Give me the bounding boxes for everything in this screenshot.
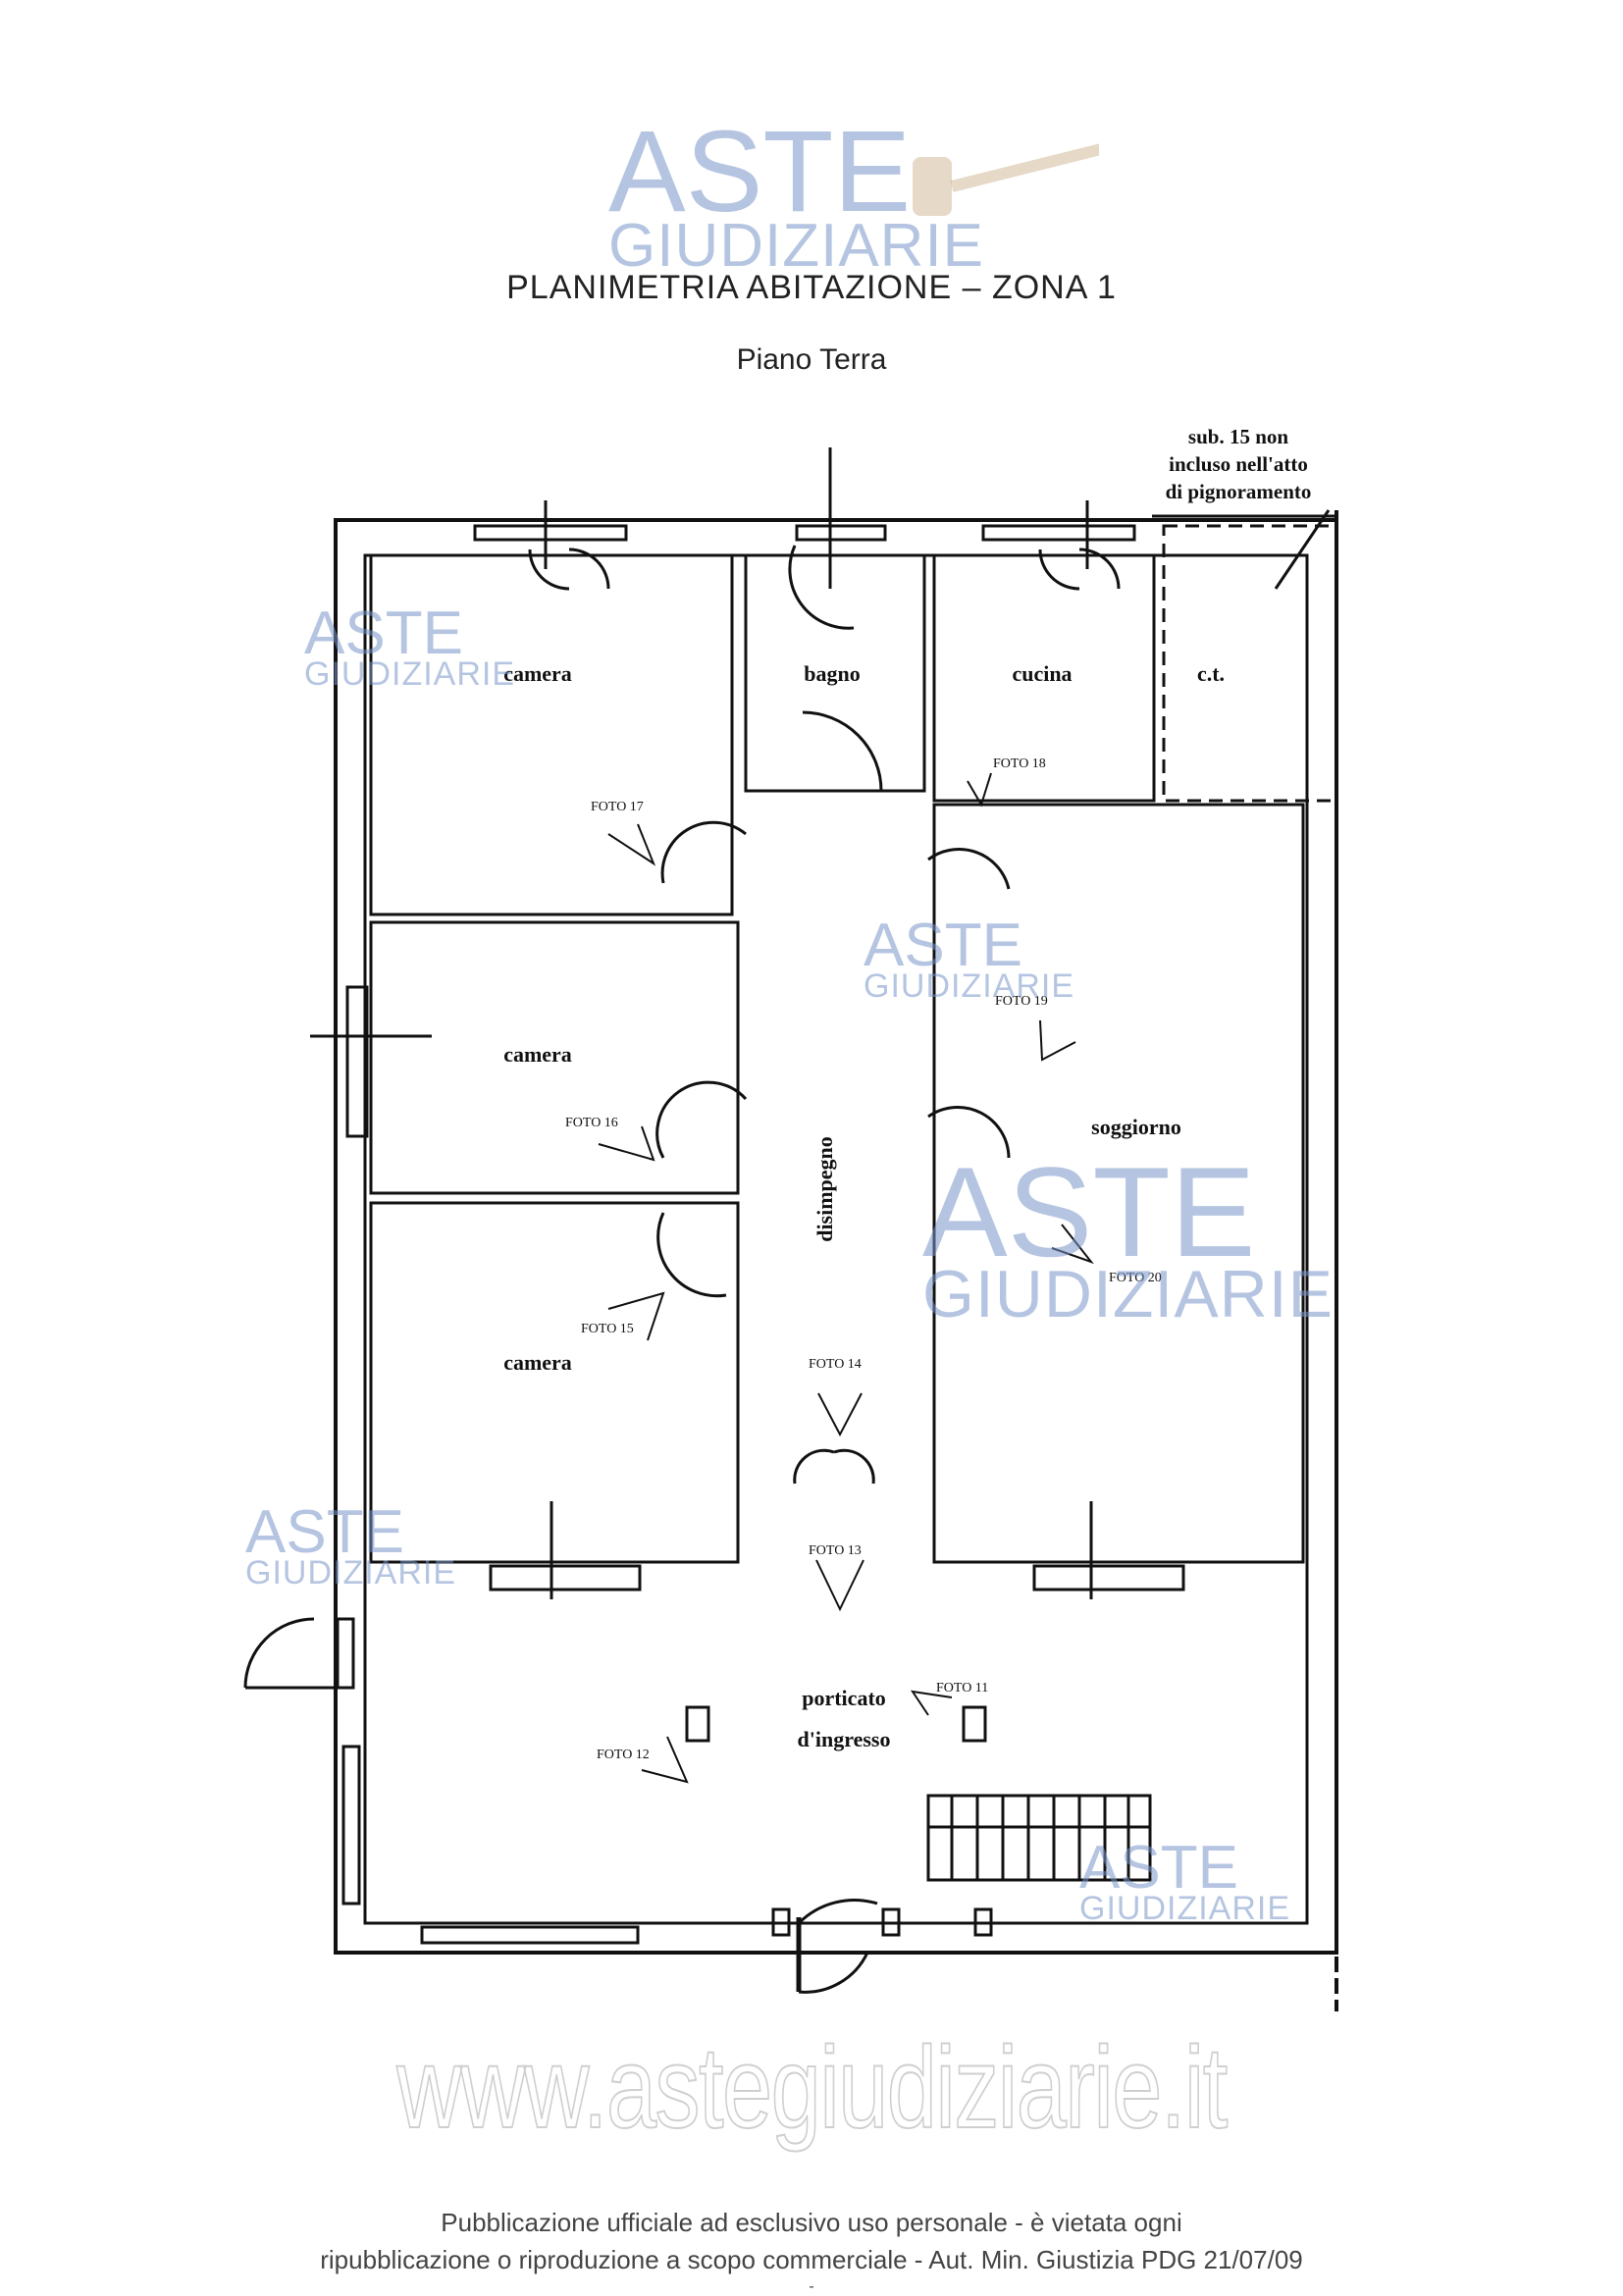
watermark-logo-top: ASTE GIUDIZIARIE	[608, 107, 985, 281]
note-line-1: sub. 15 non	[1188, 425, 1288, 448]
watermark-line1: ASTE	[304, 600, 463, 667]
watermark-logo-small-4: ASTE GIUDIZIARIE	[1079, 1834, 1291, 1927]
footer-line-2: ripubblicazione o riproduzione a scopo c…	[320, 2245, 1303, 2274]
photo-label-15: FOTO 15	[581, 1322, 634, 1336]
page-title: PLANIMETRIA ABITAZIONE – ZONA 1	[506, 269, 1117, 306]
watermark-url: www.astegiudiziarie.it	[395, 2022, 1229, 2154]
room-label-camera-1: camera	[503, 661, 572, 686]
watermark-line1: ASTE	[608, 107, 912, 236]
watermark-logo-small-3: ASTE GIUDIZIARIE	[245, 1498, 457, 1592]
watermark-line2: GIUDIZIARIE	[608, 212, 985, 281]
watermark-line2: GIUDIZIARIE	[864, 966, 1075, 1005]
photo-label-20: FOTO 20	[1109, 1271, 1162, 1285]
room-label-ct: c.t.	[1197, 661, 1225, 686]
watermark-line1: ASTE	[864, 912, 1022, 979]
photo-label-18: FOTO 18	[993, 757, 1046, 771]
photo-label-12: FOTO 12	[597, 1748, 650, 1762]
room-label-porticato: porticato	[802, 1686, 886, 1710]
room-label-bagno: bagno	[804, 661, 860, 686]
room-label-ingresso: d'ingresso	[798, 1727, 891, 1751]
watermark-line1: ASTE	[922, 1140, 1256, 1283]
watermark-line2: GIUDIZIARIE	[245, 1553, 457, 1592]
watermark-line2: GIUDIZIARIE	[1079, 1889, 1291, 1927]
note-line-3: di pignoramento	[1166, 480, 1312, 503]
watermark-logo-large: ASTE GIUDIZIARIE	[922, 1140, 1335, 1331]
room-label-cucina: cucina	[1012, 661, 1072, 686]
photo-label-13: FOTO 13	[809, 1543, 862, 1558]
room-label-disimpegno: disimpegno	[812, 1136, 837, 1242]
watermark-logo-small-1: ASTE GIUDIZIARIE	[304, 600, 516, 693]
photo-label-19: FOTO 19	[995, 994, 1048, 1009]
watermark-line1: ASTE	[245, 1498, 404, 1566]
room-label-camera-2: camera	[503, 1042, 572, 1067]
watermark-line1: ASTE	[1079, 1834, 1238, 1902]
photo-label-16: FOTO 16	[565, 1116, 618, 1130]
gavel-icon	[913, 143, 1099, 216]
footer-line-1: Pubblicazione ufficiale ad esclusivo uso…	[441, 2208, 1182, 2237]
page-subtitle: Piano Terra	[736, 343, 887, 376]
room-label-soggiorno: soggiorno	[1091, 1115, 1181, 1139]
footer-line-3: -	[809, 2278, 814, 2295]
note-line-2: incluso nell'atto	[1169, 452, 1308, 476]
photo-label-17: FOTO 17	[591, 800, 644, 814]
room-label-camera-3: camera	[503, 1350, 572, 1375]
watermark-logo-small-2: ASTE GIUDIZIARIE	[864, 912, 1075, 1005]
photo-label-11: FOTO 11	[936, 1681, 988, 1696]
watermark-line2: GIUDIZIARIE	[922, 1256, 1335, 1331]
photo-label-14: FOTO 14	[809, 1357, 862, 1372]
watermark-line2: GIUDIZIARIE	[304, 654, 516, 693]
